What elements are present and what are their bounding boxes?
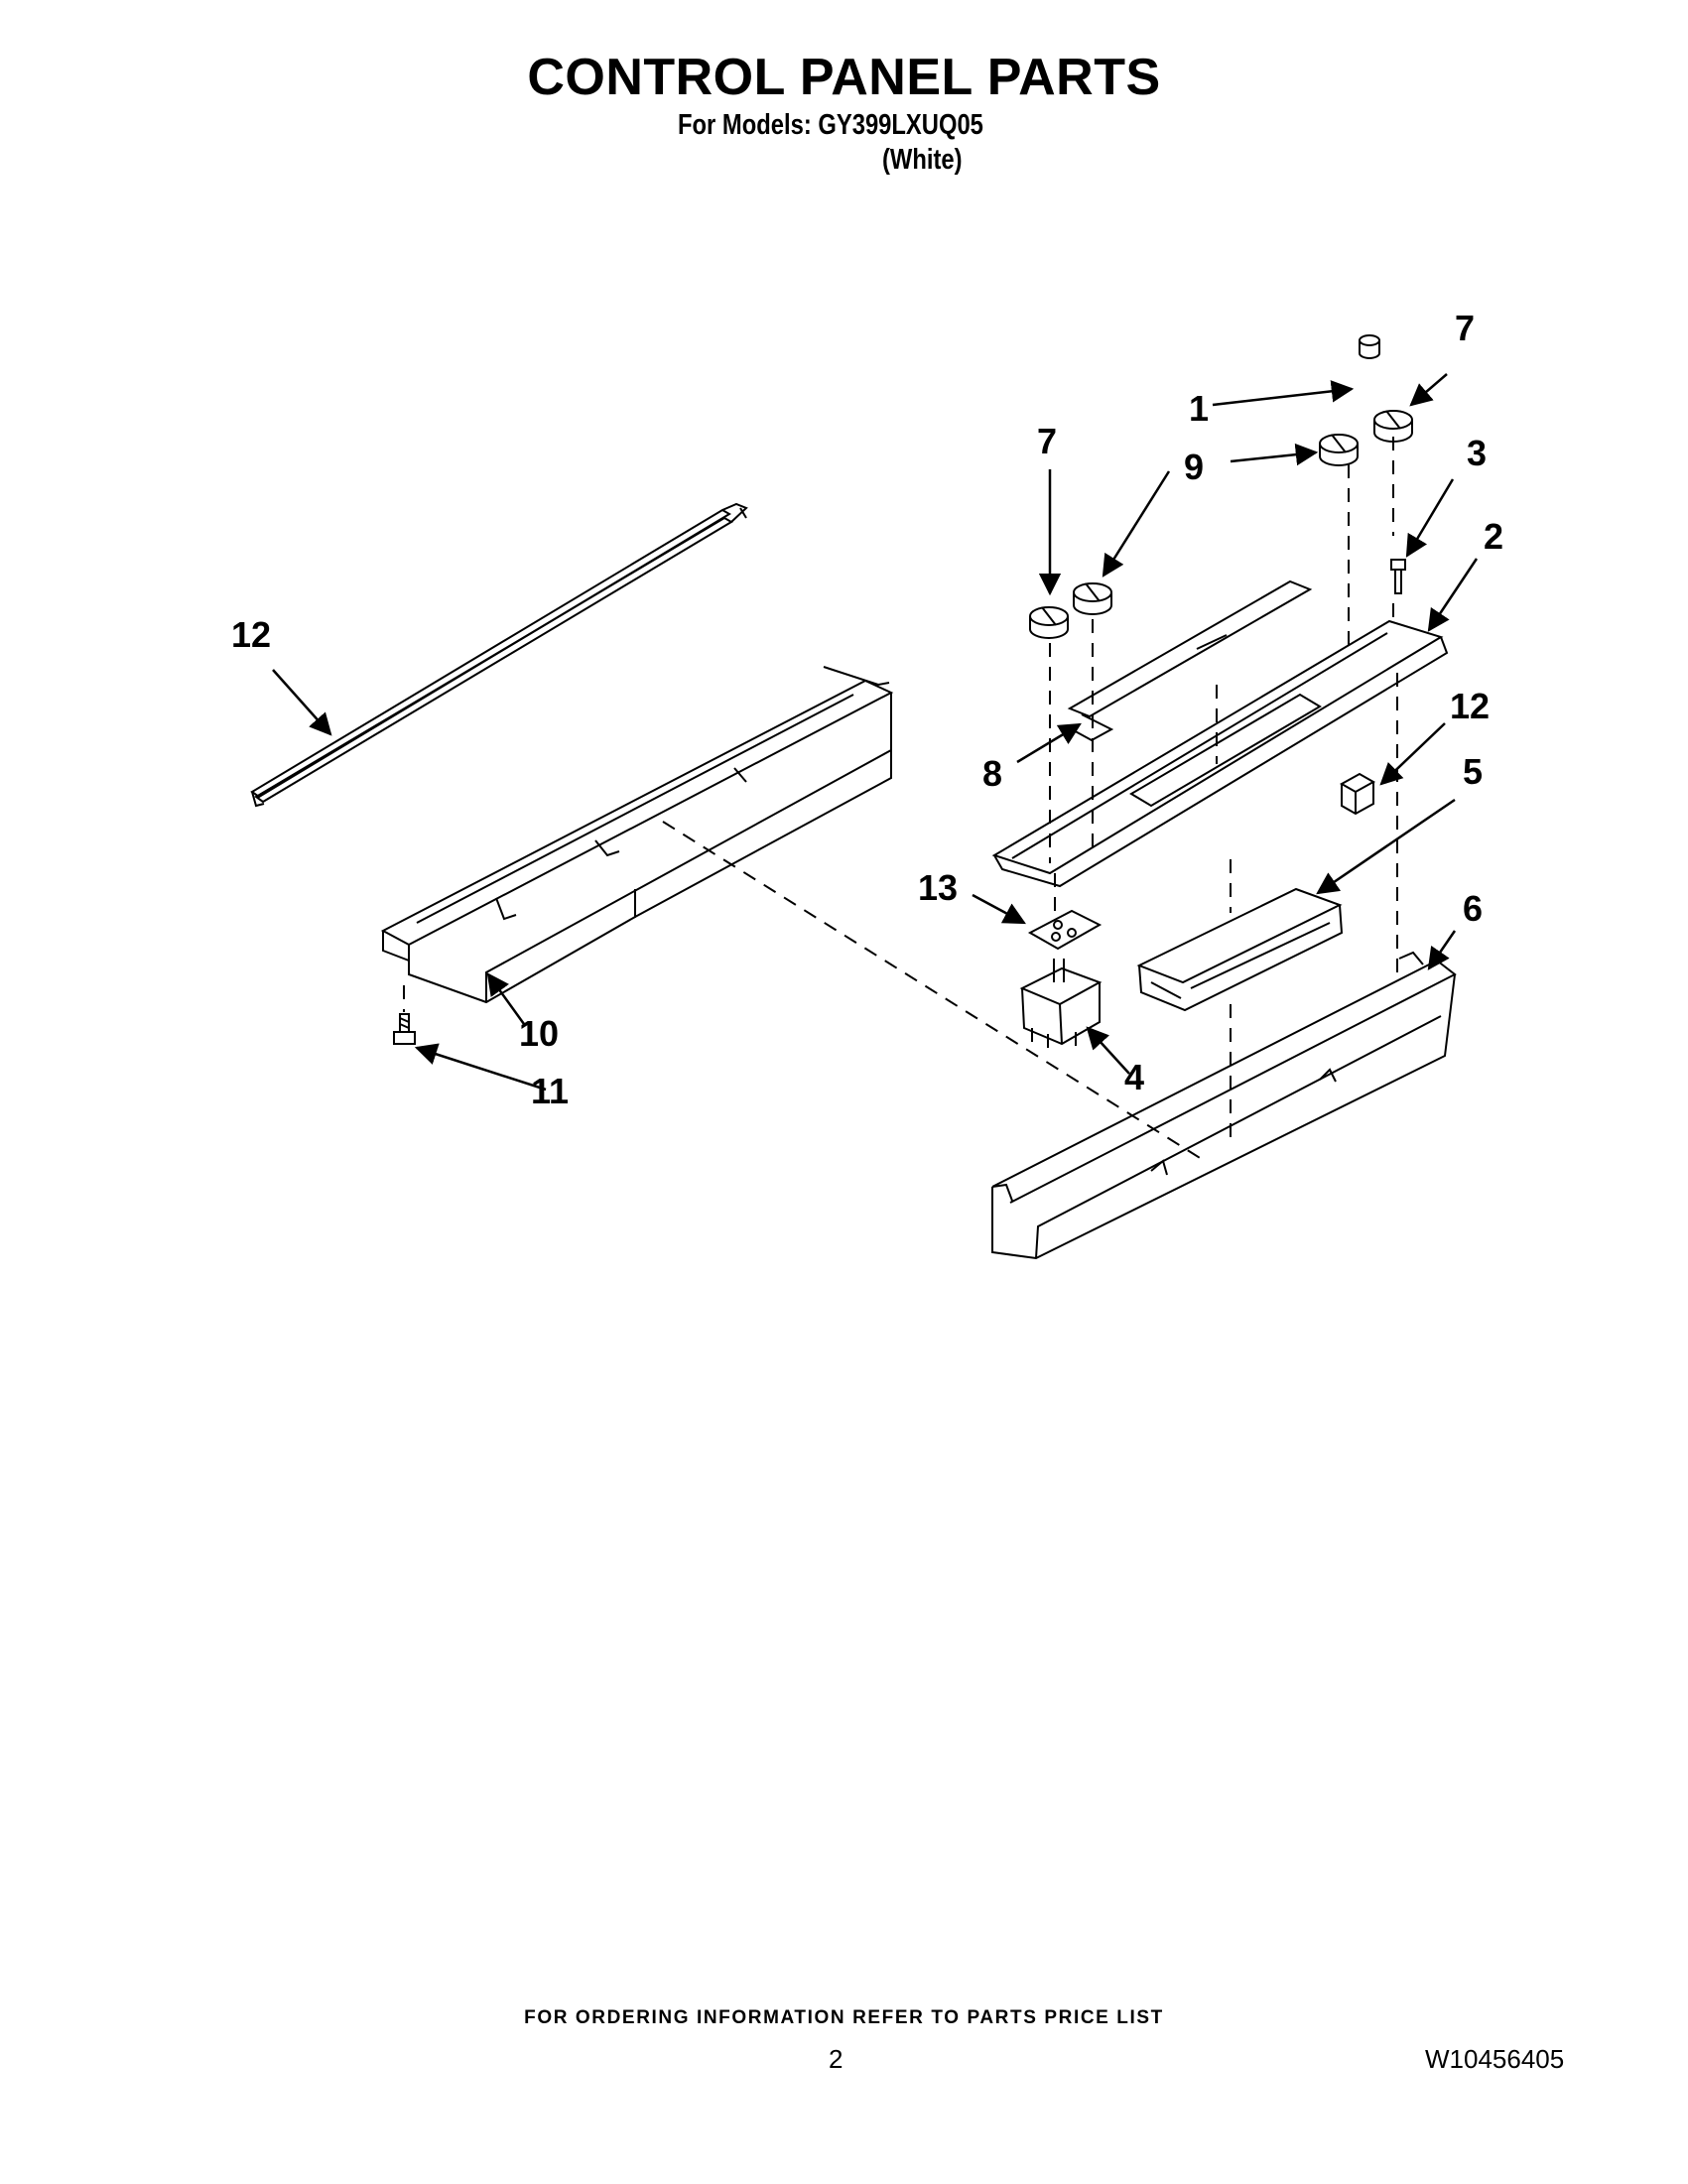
insulator-part bbox=[1027, 909, 1103, 951]
callout-6: 6 bbox=[1463, 888, 1483, 929]
trim-strip-part bbox=[250, 502, 748, 808]
callout-1: 1 bbox=[1189, 388, 1209, 429]
callout-12-left: 12 bbox=[231, 614, 271, 655]
console-trim-part bbox=[991, 951, 1457, 1260]
callout-11: 11 bbox=[531, 1071, 569, 1111]
callout-2: 2 bbox=[1484, 516, 1503, 557]
variant-label: (White) bbox=[882, 144, 963, 176]
callout-labels: 1 7 7 9 3 2 12 12 8 5 13 6 10 4 11 bbox=[231, 308, 1503, 1111]
callout-10: 10 bbox=[519, 1013, 559, 1054]
overlay-part bbox=[1067, 579, 1313, 742]
models-line: For Models: GY399LXUQ05 bbox=[678, 109, 983, 141]
callout-5: 5 bbox=[1463, 751, 1483, 792]
switch-part bbox=[1019, 959, 1103, 1048]
screw-part-3 bbox=[1390, 559, 1406, 594]
knob-part-9-right bbox=[1319, 434, 1359, 466]
callout-8: 8 bbox=[982, 753, 1002, 794]
screw-part-11 bbox=[393, 1013, 416, 1045]
callout-9: 9 bbox=[1184, 447, 1204, 487]
callout-7-left: 7 bbox=[1037, 421, 1057, 461]
knob-part-9-left bbox=[1073, 582, 1112, 615]
callout-3: 3 bbox=[1467, 433, 1487, 473]
bracket-channel-part bbox=[380, 666, 894, 1004]
page-title: CONTROL PANEL PARTS bbox=[527, 49, 1161, 106]
callout-4: 4 bbox=[1124, 1057, 1144, 1097]
connector-part bbox=[1339, 772, 1376, 816]
knob-part-7-left bbox=[1029, 606, 1069, 639]
callout-12-right: 12 bbox=[1450, 686, 1490, 726]
ordering-note: FOR ORDERING INFORMATION REFER TO PARTS … bbox=[524, 2007, 1164, 2028]
page-number: 2 bbox=[829, 2044, 844, 2074]
cap-part-1 bbox=[1359, 334, 1380, 359]
callout-7-right: 7 bbox=[1455, 308, 1475, 348]
callout-leaders bbox=[272, 373, 1479, 1092]
callout-13: 13 bbox=[918, 867, 958, 908]
control-board-part bbox=[1136, 887, 1344, 1012]
alignment-lines bbox=[403, 437, 1398, 1162]
document-number: W10456405 bbox=[1425, 2044, 1565, 2074]
control-panel-part bbox=[991, 619, 1449, 888]
